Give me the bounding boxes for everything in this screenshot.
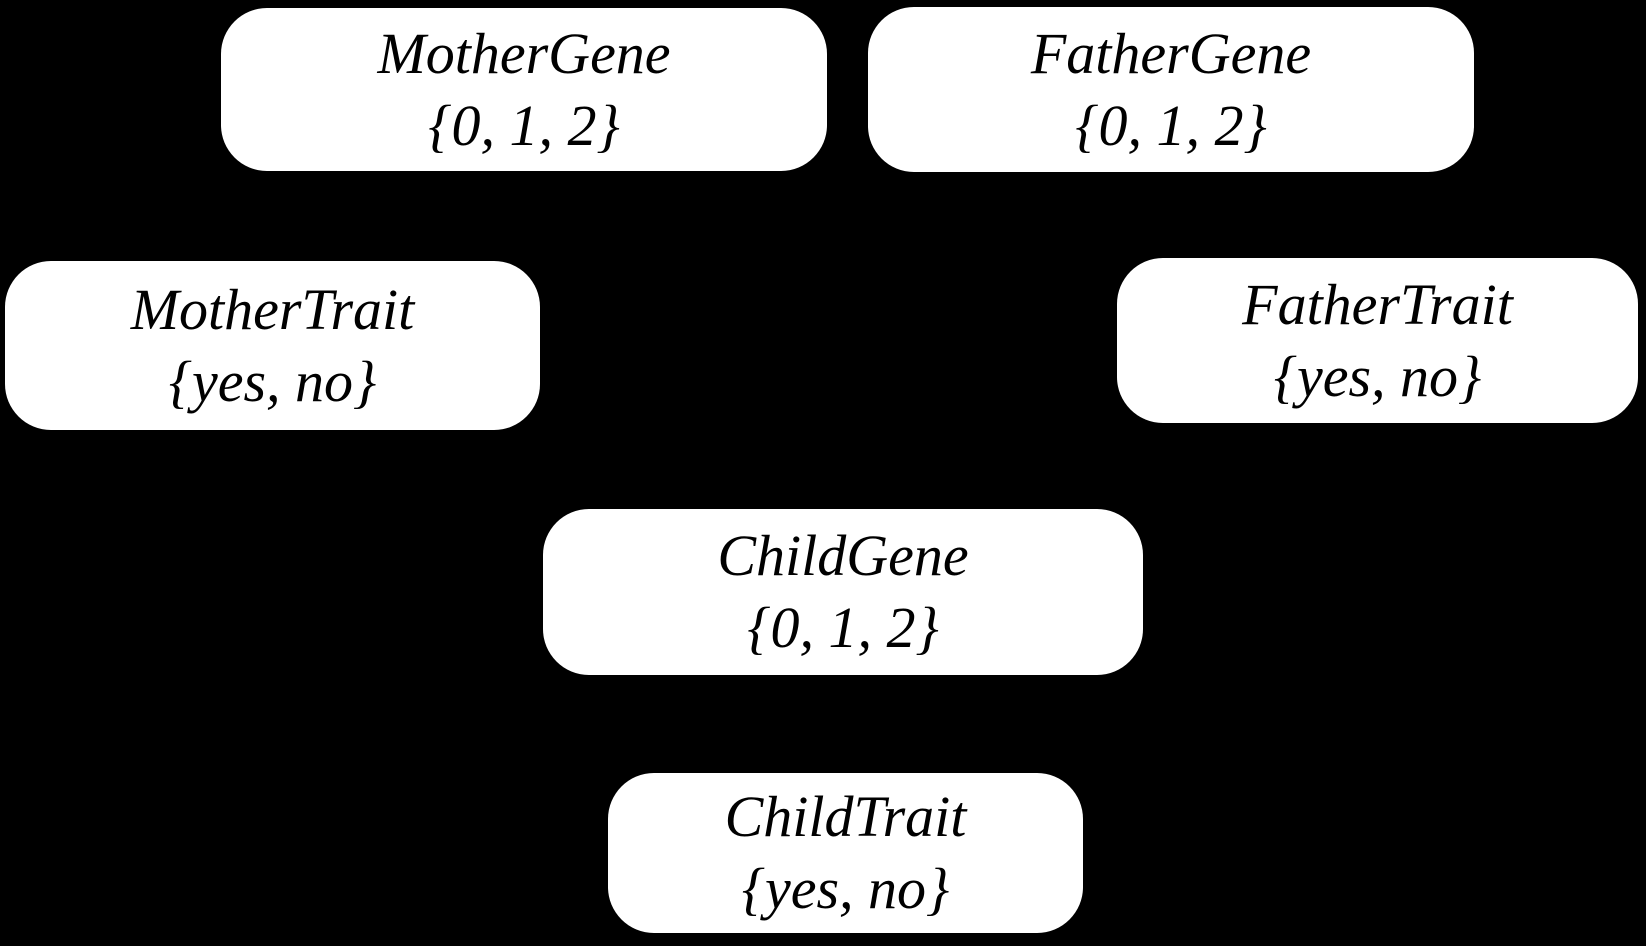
node-title: MotherGene — [377, 20, 671, 86]
node-child-trait: ChildTrait {yes, no} — [608, 773, 1083, 933]
node-title: ChildGene — [717, 523, 969, 589]
node-mother-trait: MotherTrait {yes, no} — [5, 261, 540, 430]
node-values: {0, 1, 2} — [1075, 92, 1267, 158]
node-child-gene: ChildGene {0, 1, 2} — [543, 509, 1143, 675]
node-values: {yes, no} — [1273, 343, 1482, 409]
node-values: {yes, no} — [741, 856, 950, 921]
node-father-trait: FatherTrait {yes, no} — [1117, 258, 1638, 423]
node-title: FatherTrait — [1242, 271, 1513, 337]
node-father-gene: FatherGene {0, 1, 2} — [868, 7, 1474, 172]
node-values: {yes, no} — [168, 348, 377, 414]
node-values: {0, 1, 2} — [428, 92, 620, 158]
node-values: {0, 1, 2} — [747, 595, 939, 660]
node-mother-gene: MotherGene {0, 1, 2} — [221, 8, 827, 171]
node-title: MotherTrait — [130, 276, 415, 342]
node-title: ChildTrait — [724, 784, 967, 850]
node-title: FatherGene — [1030, 20, 1312, 86]
